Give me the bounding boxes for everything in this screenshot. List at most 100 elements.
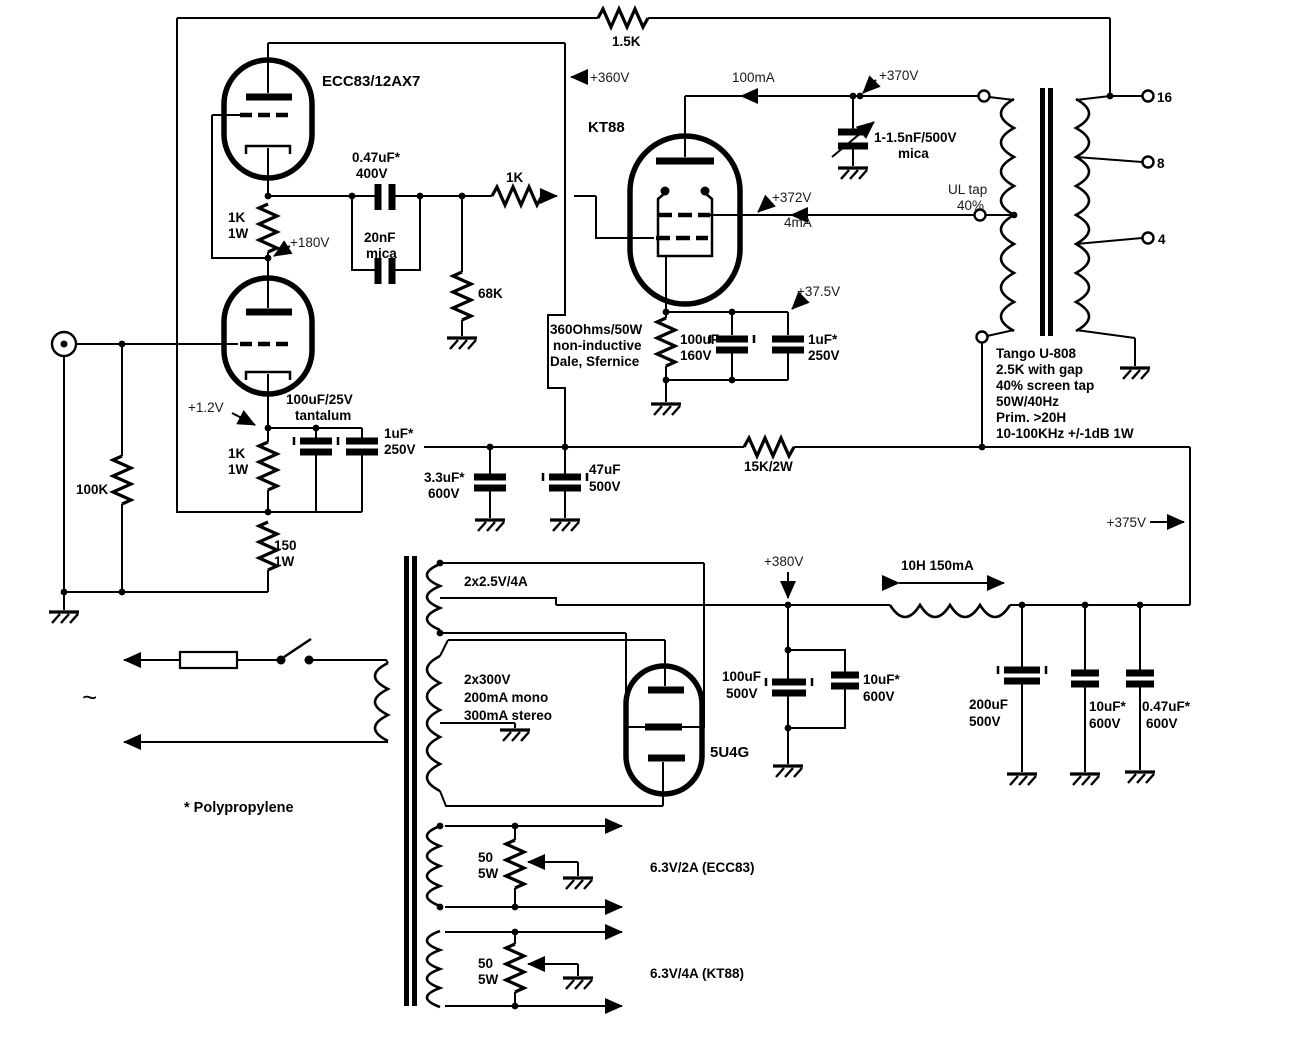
label-kt88-ck1v: 160V — [680, 348, 712, 363]
bplus-cap-47uf — [549, 473, 581, 492]
label-kt88-ck2: 1uF* — [808, 332, 838, 347]
label-kt88: KT88 — [588, 119, 625, 136]
label-3u3v: 600V — [428, 486, 460, 501]
switch-throw — [304, 655, 314, 665]
wires — [63, 17, 1191, 1007]
kt88-beam-cage — [656, 192, 714, 258]
opt-ul-tap-terminal — [973, 208, 987, 222]
label-psu-c5: 0.47uF* — [1142, 699, 1191, 714]
input-jack-pin — [60, 340, 68, 348]
ecc83-upper-cathode — [244, 144, 292, 154]
label-coupling-c2t: mica — [366, 246, 397, 261]
label-v180: +180V — [290, 235, 329, 250]
opt-primary-bottom-terminal — [975, 330, 989, 344]
tube-kt88 — [627, 133, 743, 307]
v37-5-arrow — [791, 291, 810, 310]
label-coupling-c2: 20nF — [364, 230, 396, 245]
label-150: 150 — [274, 538, 297, 553]
filter-choke — [888, 602, 1012, 619]
ground-pot2 — [561, 976, 595, 991]
ground-47uf — [548, 518, 582, 533]
ground-68k — [445, 336, 479, 351]
coupling-cap — [374, 184, 396, 210]
label-tap4: 4 — [1158, 232, 1166, 247]
power-transformer — [373, 556, 1012, 1009]
label-psu-c3v: 500V — [969, 714, 1001, 729]
label-47ufv: 500V — [589, 479, 621, 494]
label-psu-c1v: 500V — [726, 686, 758, 701]
bplus-dropper-resistor — [742, 434, 796, 460]
kt88-grid-leak-68k — [449, 270, 475, 322]
label-fil-winding: 2x2.5V/4A — [464, 574, 528, 589]
arrows — [123, 69, 1185, 1014]
label-opt-spec-5: Prim. >20H — [996, 410, 1066, 425]
v1-2-arrow — [231, 410, 256, 426]
label-3u3: 3.3uF* — [424, 470, 465, 485]
label-tap8: 8 — [1157, 156, 1165, 171]
srpp-cathode-resistor — [255, 202, 281, 254]
hum-pot-1 — [502, 838, 528, 890]
ground-psu-200uf — [1005, 772, 1039, 787]
ground-psu-100uf — [771, 764, 805, 779]
grid-leak-100k — [109, 454, 135, 506]
label-snubber: 1-1.5nF/500V — [874, 130, 957, 145]
label-tantalum-type: tantalum — [295, 408, 351, 423]
opt-tap8-terminal — [1141, 155, 1155, 169]
kt88-beam-dot-right — [700, 186, 710, 196]
label-opt-spec-2: 2.5K with gap — [996, 362, 1083, 377]
opt-core-bar-1 — [1040, 88, 1045, 336]
label-150w: 1W — [274, 554, 295, 569]
ground-psu-047uf — [1123, 770, 1157, 785]
label-v372: +372V — [772, 190, 811, 205]
tube-5u4g — [623, 663, 705, 797]
label-kt88-rk1: 360Ohms/50W — [550, 322, 643, 337]
heater-winding-2 — [425, 929, 444, 1009]
label-ht3: 300mA stereo — [464, 708, 552, 723]
input-cathode-resistor — [255, 440, 281, 492]
hum-pot-2 — [502, 942, 528, 994]
label-opt-spec-6: 10-100KHz +/-1dB 1W — [996, 426, 1134, 441]
bplus-cap-3u3 — [474, 473, 506, 492]
label-kt88-ck2v: 250V — [808, 348, 840, 363]
tantalum-cap — [300, 437, 332, 456]
grid-stopper-resistor — [490, 183, 544, 209]
switch-pole — [276, 655, 286, 665]
label-kc2v: 250V — [384, 442, 416, 457]
label-srpp-r: 1K — [228, 210, 246, 225]
pt-core-bar-2 — [412, 556, 417, 1006]
label-psu-c1: 100uF — [722, 669, 761, 684]
label-kt88-rk3: Dale, Sfernice — [550, 354, 640, 369]
label-tap16: 16 — [1157, 90, 1173, 105]
psu-cap-200uf — [1004, 666, 1040, 685]
opt-primary-top-terminal — [977, 89, 991, 103]
label-kt88-ck1: 100uF — [680, 332, 719, 347]
opt-tap16-terminal — [1141, 89, 1155, 103]
label-15k: 15K/2W — [744, 459, 793, 474]
label-driver-tube: ECC83/12AX7 — [322, 73, 420, 90]
kt88-bypass-1uf — [772, 335, 804, 354]
opt-tap4-terminal — [1141, 231, 1155, 245]
label-v360: +360V — [590, 70, 629, 85]
label-srpp-rw: 1W — [228, 226, 249, 241]
label-psu-c3: 200uF — [969, 697, 1008, 712]
label-coupling-c1v: 400V — [356, 166, 388, 181]
label-kt88-rk2: non-inductive — [553, 338, 642, 353]
fuse — [178, 650, 239, 670]
opt-secondary-coil — [1073, 97, 1091, 333]
label-snubber-type: mica — [898, 146, 929, 161]
label-plate-i: 100mA — [732, 70, 775, 85]
label-pot1: 50 — [478, 850, 493, 865]
label-psu-c4v: 600V — [1089, 716, 1121, 731]
grounds — [47, 166, 1157, 991]
ground-3u3 — [473, 518, 507, 533]
input-bypass-1uf — [346, 437, 378, 456]
label-ht2: 200mA mono — [464, 690, 548, 705]
psu-cap-047uf — [1126, 669, 1154, 688]
opt-core-bar-2 — [1048, 88, 1053, 336]
ground-pot1 — [561, 876, 595, 891]
label-mains-ac: ~ — [82, 682, 97, 712]
ground-input — [47, 610, 81, 625]
label-opt-spec-3: 40% screen tap — [996, 378, 1094, 393]
kt88-bypass-100uf — [716, 335, 748, 354]
